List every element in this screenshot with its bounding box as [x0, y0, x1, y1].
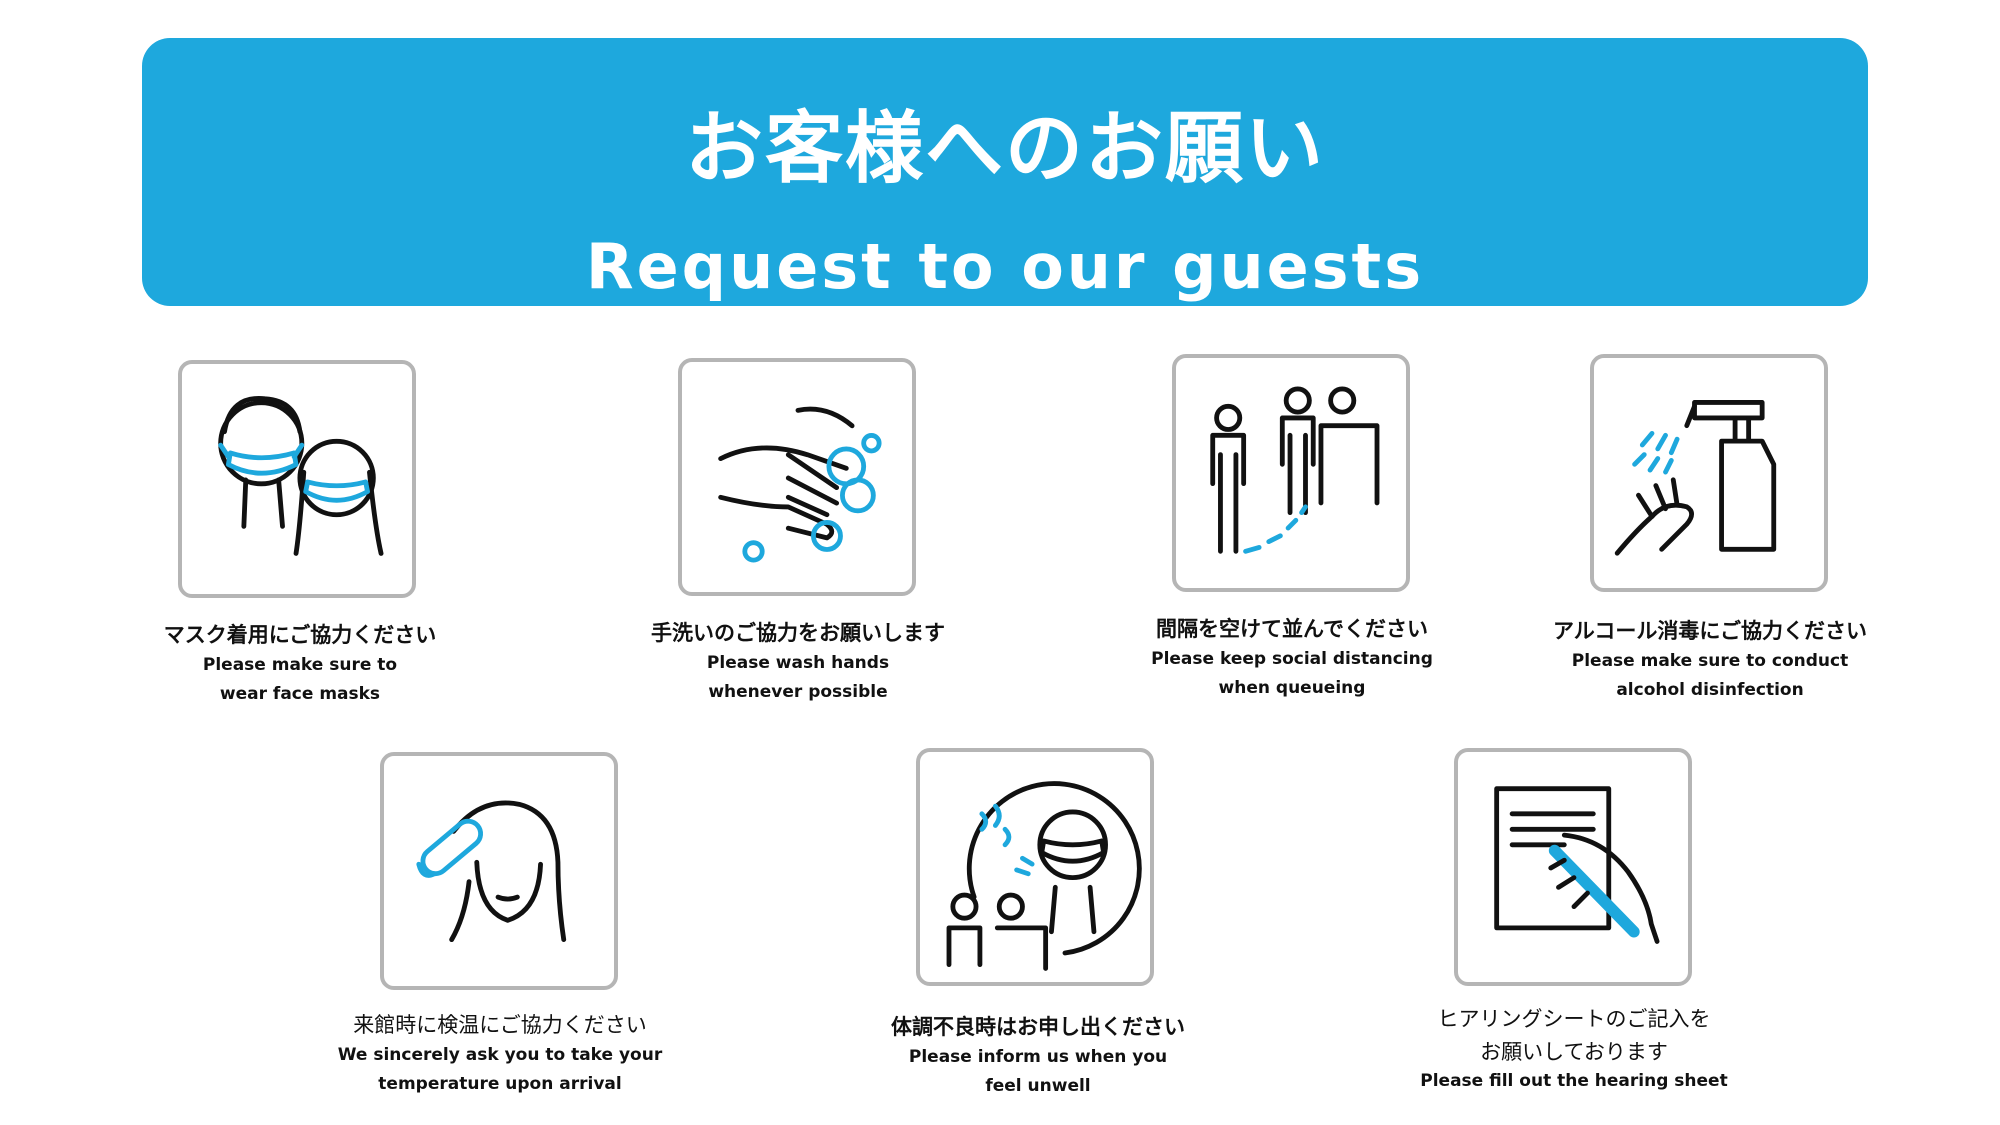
caption-distancing: 間隔を空けて並んでください Please keep social distanc…	[1082, 616, 1502, 703]
form-writing-icon	[1454, 748, 1692, 986]
caption-masks-en2: wear face masks	[219, 684, 381, 705]
caption-unwell: 体調不良時はお申し出ください Please inform us when you…	[828, 1014, 1248, 1101]
caption-temperature-jp: 来館時に検温にご協力ください	[353, 1013, 647, 1037]
caption-hearing-en1: Please fill out the hearing sheet	[1420, 1070, 1728, 1091]
caption-masks-en1: Please make sure to	[202, 655, 398, 676]
hand-washing-icon	[678, 358, 916, 596]
caption-handwash-en2: whenever possible	[708, 682, 888, 703]
caption-sanitizer: アルコール消毒にご協力ください Please make sure to cond…	[1500, 618, 1920, 705]
caption-distancing-en2: when queueing	[1218, 678, 1366, 699]
caption-hearing-jp1: ヒアリングシートのご記入を	[1437, 1007, 1711, 1031]
caption-sanitizer-en1: Please make sure to conduct	[1571, 651, 1849, 672]
thermometer-icon	[380, 752, 618, 990]
caption-distancing-jp: 間隔を空けて並んでください	[1156, 617, 1428, 641]
face-mask-icon	[178, 360, 416, 598]
caption-unwell-jp: 体調不良時はお申し出ください	[891, 1015, 1185, 1039]
caption-temperature-en1: We sincerely ask you to take your	[337, 1045, 663, 1066]
caption-unwell-en2: feel unwell	[985, 1076, 1091, 1097]
caption-hearing-jp2: お願いしております	[1480, 1040, 1668, 1065]
caption-masks: マスク着用にご協力ください Please make sure to wear f…	[90, 622, 510, 709]
caption-sanitizer-jp: アルコール消毒にご協力ください	[1553, 619, 1867, 643]
caption-handwash-jp: 手洗いのご協力をお願いします	[651, 621, 945, 645]
caption-temperature: 来館時に検温にご協力ください We sincerely ask you to t…	[290, 1012, 710, 1099]
caption-temperature-en2: temperature upon arrival	[378, 1074, 622, 1095]
caption-unwell-en1: Please inform us when you	[908, 1047, 1168, 1068]
title-english: Request to our guests	[585, 230, 1425, 303]
caption-sanitizer-en2: alcohol disinfection	[1616, 680, 1804, 701]
caption-handwash-en1: Please wash hands	[706, 653, 890, 674]
caption-distancing-en1: Please keep social distancing	[1151, 649, 1433, 670]
sanitizer-icon	[1590, 354, 1828, 592]
header-banner: お客様へのお願い Request to our guests	[142, 38, 1868, 306]
caption-masks-jp: マスク着用にご協力ください	[163, 623, 437, 647]
caption-hearing-sheet: ヒアリングシートのご記入を お願いしております Please fill out …	[1364, 1006, 1784, 1095]
caption-handwash: 手洗いのご協力をお願いします Please wash hands wheneve…	[588, 620, 1008, 707]
social-distancing-icon	[1172, 354, 1410, 592]
unwell-report-icon	[916, 748, 1154, 986]
title-japanese: お客様へのお願い	[684, 104, 1325, 194]
